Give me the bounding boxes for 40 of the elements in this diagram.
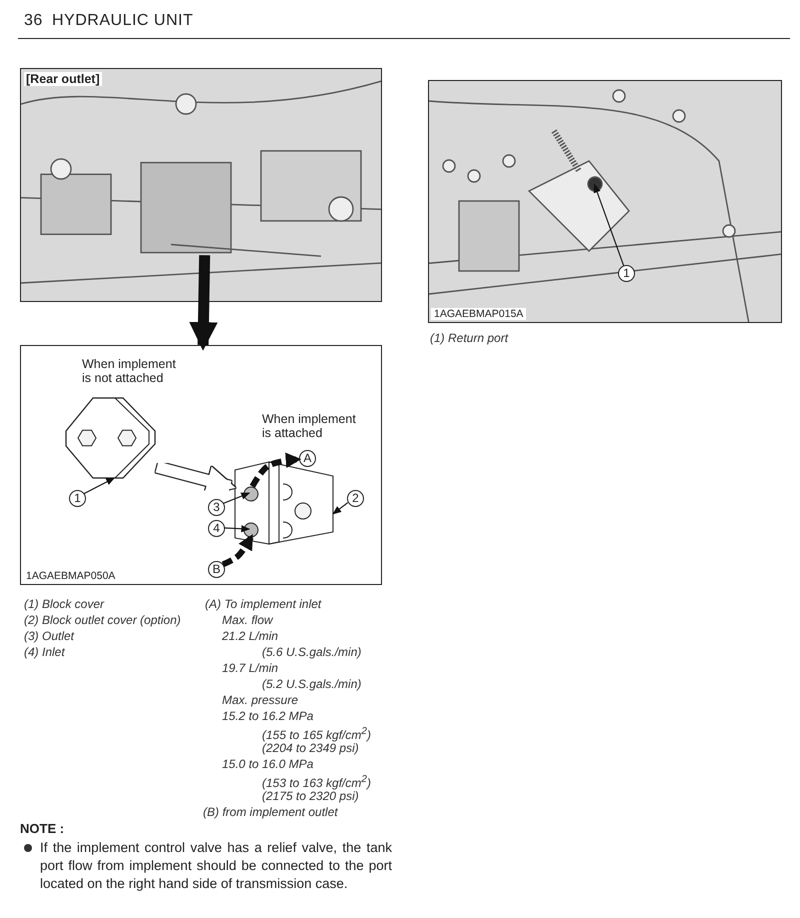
legend-text: Max. flow — [222, 613, 273, 627]
page-number: 36 — [24, 12, 43, 30]
callout-number: 1 — [69, 490, 86, 507]
legend-text: (A) To implement inlet — [205, 597, 322, 611]
flow-arrow — [250, 452, 302, 488]
block-arrow — [189, 255, 218, 351]
legend-text: (5.2 U.S.gals./min) — [262, 677, 362, 691]
legend-text: (2204 to 2349 psi) — [262, 741, 359, 755]
legend-text: Max. pressure — [222, 693, 298, 707]
callout-number: 2 — [347, 490, 364, 507]
legend-text: (2175 to 2320 psi) — [262, 789, 359, 803]
legend-text: 21.2 L/min — [222, 629, 278, 643]
section-heading: [Rear outlet] — [24, 72, 102, 86]
legend-text: (1) Return port — [430, 331, 508, 345]
callout-number: 3 — [208, 499, 225, 516]
legend-text: 15.2 to 16.2 MPa — [222, 709, 314, 723]
leader-line — [84, 478, 116, 494]
note-text: If the implement control valve has a relief valve, the tank port flow from implement should be connected to the port located on the right hand side of transmission case. — [40, 839, 392, 893]
leader-line — [223, 492, 250, 504]
legend-text: (5.6 U.S.gals./min) — [262, 645, 362, 659]
flow-arrow — [222, 534, 254, 568]
callout-number: 4 — [208, 520, 225, 537]
callout-number: B — [208, 561, 225, 578]
legend-text: (155 to 165 kgf/cm$^{2}$) — [262, 725, 371, 742]
legend-text: (153 to 163 kgf/cm$^{2}$) — [262, 773, 371, 790]
legend-text: (4) Inlet — [24, 645, 65, 659]
legend-text: (B) from implement outlet — [203, 805, 338, 819]
legend-text: (3) Outlet — [24, 629, 74, 643]
legend-text: (2) Block outlet cover (option) — [24, 613, 181, 627]
callout-number: A — [299, 450, 316, 467]
legend-text: 19.7 L/min — [222, 661, 278, 675]
legend-text: (1) Block cover — [24, 597, 104, 611]
page-heading: HYDRAULIC UNIT — [52, 12, 194, 30]
leader-line — [332, 502, 348, 514]
figure-code: 1AGAEBMAP015A — [431, 308, 526, 320]
legend-text: 15.0 to 16.0 MPa — [222, 757, 314, 771]
leader-line — [224, 525, 250, 532]
note-heading: NOTE : — [20, 822, 64, 836]
leader-line — [594, 184, 624, 266]
figure-panel — [20, 345, 382, 585]
